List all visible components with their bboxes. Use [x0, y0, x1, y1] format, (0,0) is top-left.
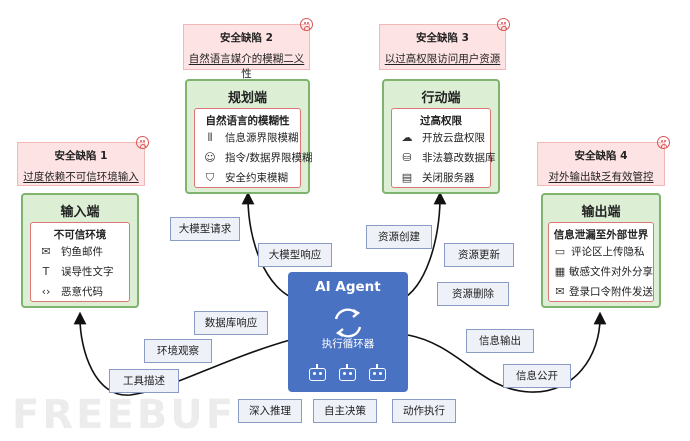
sad-face-icon: [136, 136, 149, 149]
planning-panel: 规划端 自然语言的模糊性 ⫴信息源界限模糊 ☺指令/数据界限模糊 ⛉安全约束模糊: [185, 79, 313, 194]
share-icon: ▦: [554, 265, 566, 278]
inner-title: 过高权限: [420, 115, 462, 127]
flow-resource-delete: 资源删除: [437, 282, 509, 306]
robot-icon: [309, 364, 326, 381]
flaw-3: 安全缺陷 3 以过高权限访问用户资源: [379, 24, 506, 70]
list-item: ☺指令/数据界限模糊: [204, 151, 313, 164]
watermark: FREEBUF: [12, 392, 237, 438]
shield-icon: ⛉: [205, 170, 215, 184]
source-icon: ⫴: [207, 130, 213, 144]
panel-title: 规划端: [227, 91, 267, 106]
list-item: ▤关闭服务器: [401, 171, 475, 184]
agent-title: AI Agent: [315, 279, 381, 295]
planning-inner: 自然语言的模糊性 ⫴信息源界限模糊 ☺指令/数据界限模糊 ⛉安全约束模糊: [194, 108, 313, 188]
curve-to-output: [407, 311, 607, 393]
flaw-title: 安全缺陷 3: [416, 32, 469, 44]
robot-icon: [339, 364, 356, 381]
sad-face-icon: [497, 18, 510, 31]
capability-reasoning: 深入推理: [238, 399, 302, 423]
list-item: ▦敏感文件对外分享: [554, 265, 653, 278]
flow-db-response: 数据库响应: [194, 311, 268, 335]
flaw-desc: 自然语言媒介的模糊二义性: [188, 53, 305, 80]
flow-tool-desc: 工具描述: [109, 369, 179, 393]
list-item: ☁开放云盘权限: [401, 131, 486, 144]
panel-title: 行动端: [421, 91, 461, 106]
flaw-2: 安全缺陷 2 自然语言媒介的模糊二义性: [183, 24, 310, 80]
inner-title: 不可信环境: [53, 229, 107, 241]
sad-face-icon: [657, 136, 670, 149]
cloud-icon: ☁: [401, 131, 413, 144]
flaw-desc: 以过高权限访问用户资源: [384, 53, 501, 65]
cycle-icon: [334, 308, 362, 338]
user-data-icon: ☺: [204, 151, 216, 164]
panel-title: 输入端: [60, 205, 100, 220]
database-icon: ⛁: [402, 151, 412, 164]
capability-execution: 动作执行: [392, 399, 456, 423]
flow-resource-create: 资源创建: [366, 225, 432, 249]
code-icon: ‹›: [41, 285, 51, 298]
flaw-desc: 过度依赖不可信环境输入: [23, 171, 139, 183]
sad-face-icon: [300, 18, 313, 31]
text-icon: T: [42, 265, 50, 278]
action-inner: 过高权限 ☁开放云盘权限 ⛁非法篡改数据库 ▤关闭服务器: [391, 108, 496, 188]
capability-decision: 自主决策: [313, 399, 377, 423]
flaw-title: 安全缺陷 2: [220, 32, 273, 44]
list-item: ‹›恶意代码: [39, 284, 103, 299]
flow-env-observe: 环境观察: [144, 339, 212, 363]
inner-title: 自然语言的模糊性: [205, 115, 290, 127]
flaw-desc: 对外输出缺乏有效管控: [548, 171, 654, 183]
panel-title: 输出端: [581, 205, 621, 220]
list-item: ✉登录口令附件发送: [553, 284, 653, 299]
ai-agent-box: AI Agent 执行循环器: [288, 272, 408, 392]
output-panel: 输出端 信息泄漏至外部世界 ▭评论区上传隐私 ▦敏感文件对外分享 ✉登录口令附件…: [541, 193, 661, 308]
list-item: ⫴信息源界限模糊: [203, 130, 299, 145]
robot-icon: [369, 364, 386, 381]
list-item: ▭评论区上传隐私: [554, 245, 645, 258]
action-panel: 行动端 过高权限 ☁开放云盘权限 ⛁非法篡改数据库 ▤关闭服务器: [382, 79, 500, 194]
list-item: ⛁非法篡改数据库: [400, 150, 495, 165]
flaw-4: 安全缺陷 4 对外输出缺乏有效管控: [537, 142, 665, 186]
flaw-title: 安全缺陷 1: [54, 150, 108, 162]
flow-info-output: 信息输出: [466, 329, 534, 353]
browser-icon: ▭: [554, 245, 566, 258]
output-inner: 信息泄漏至外部世界 ▭评论区上传隐私 ▦敏感文件对外分享 ✉登录口令附件发送: [548, 222, 654, 302]
agent-subtitle: 执行循环器: [321, 338, 375, 350]
inner-title: 信息泄漏至外部世界: [553, 229, 649, 241]
flaw-title: 安全缺陷 4: [574, 150, 628, 162]
mail-icon: ✉: [41, 245, 51, 258]
curve-to-input: [73, 311, 291, 396]
flow-llm-request: 大模型请求: [170, 217, 240, 241]
mail-icon: ✉: [555, 285, 565, 298]
list-item: ✉钓鱼邮件: [39, 244, 103, 259]
flow-resource-update: 资源更新: [444, 243, 514, 267]
flow-info-public: 信息公开: [503, 364, 571, 388]
list-item: ⛉安全约束模糊: [203, 170, 288, 185]
flaw-1: 安全缺陷 1 过度依赖不可信环境输入: [17, 142, 145, 186]
server-icon: ▤: [401, 171, 413, 184]
flow-llm-response: 大模型响应: [258, 243, 332, 267]
